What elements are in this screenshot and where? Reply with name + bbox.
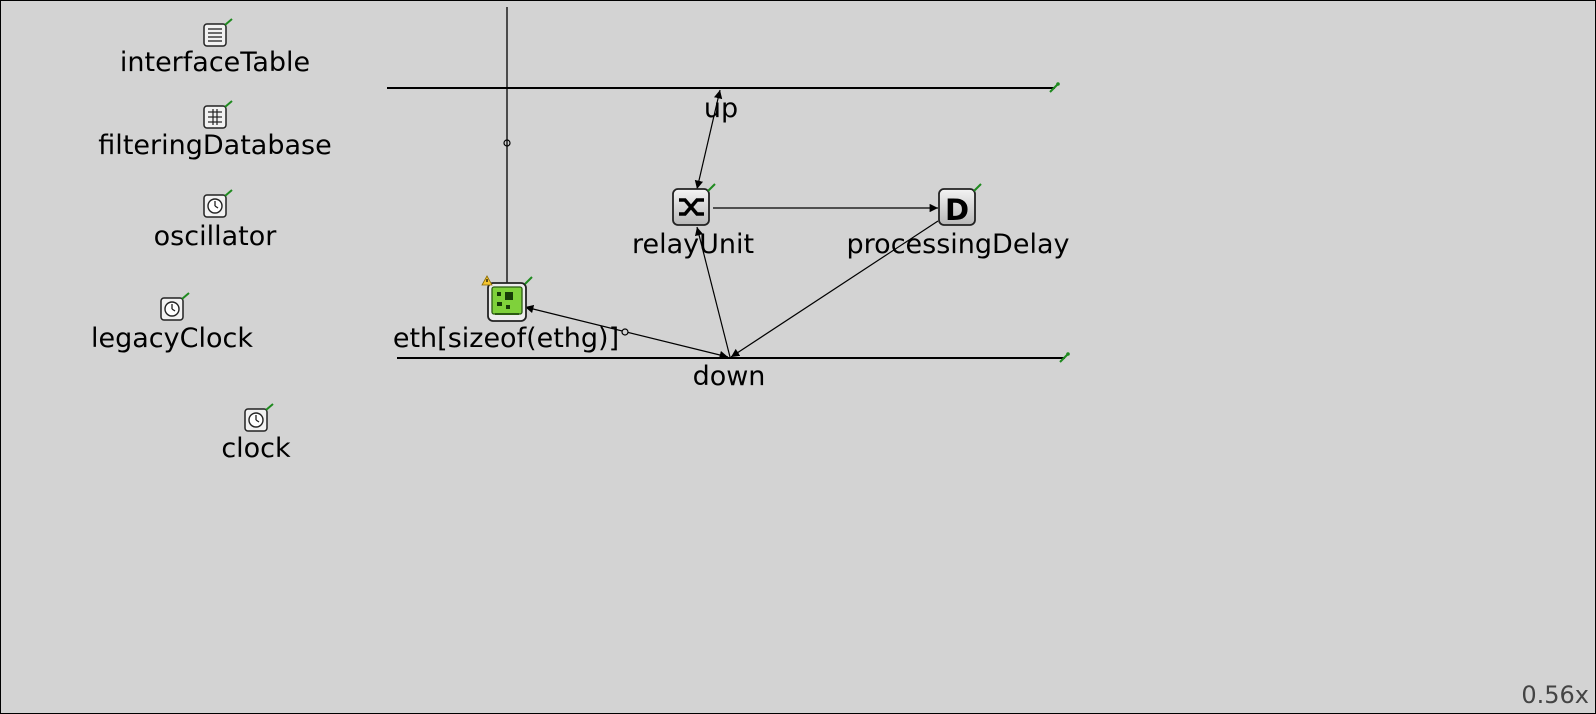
legacyclock-label: legacyClock [91,323,253,354]
oscillator-clock-icon[interactable] [202,189,236,219]
eth-upper-gate-dot [503,139,511,147]
up-bus-pin-icon [1049,82,1060,93]
interfacetable-label: interfaceTable [119,47,311,78]
up-relayunit-connection [694,89,723,190]
filteringdatabase-label: filteringDatabase [98,130,332,161]
processingdelay-label: processingDelay [846,229,1070,260]
processingdelay-down-connection [730,220,939,358]
table-grid-icon[interactable] [202,100,236,130]
zoom-level-indicator: 0.56x [1521,681,1589,709]
delay-glyph: D [945,193,969,227]
legacyclock-clock-icon[interactable] [159,292,193,322]
table-list-icon[interactable] [202,18,236,48]
relay-switch-icon[interactable] [671,183,719,229]
relayunit-label: relayUnit [631,229,755,260]
clock-label: clock [221,433,291,464]
oscillator-label: oscillator [153,221,277,252]
up-bus-label: up [703,93,739,124]
delay-d-icon[interactable]: D [937,183,985,229]
eth-lower-gate-dot [621,328,629,336]
eth-label: eth[sizeof(ethg)] [392,323,620,354]
ethernet-card-icon[interactable] [481,275,535,323]
down-bus-pin-icon [1059,352,1070,363]
down-bus-label: down [692,361,766,392]
clock-icon[interactable] [243,403,277,433]
